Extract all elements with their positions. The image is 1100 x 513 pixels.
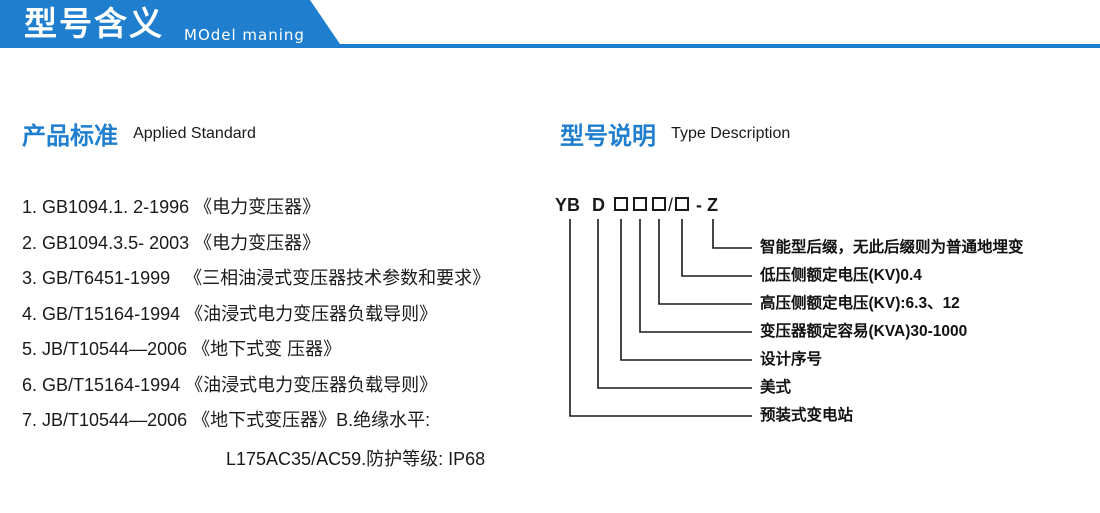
- code-box-4: [675, 197, 689, 211]
- type-desc-item-4: 变压器额定容易(KVA)30-1000: [760, 323, 968, 340]
- code-box-3: [652, 197, 666, 211]
- type-desc-item-3: 高压侧额定电压(KV):6.3、12: [760, 295, 960, 312]
- connector-box-4: [681, 219, 752, 277]
- connector-box-3: [658, 219, 752, 305]
- type-desc-heading: 型号说明 Type Description: [560, 116, 790, 151]
- code-d: D: [592, 195, 605, 215]
- standards-list: 1. GB1094.1. 2-1996 《电力变压器》 2. GB1094.3.…: [22, 192, 490, 441]
- standard-item-7: 7. JB/T10544—2006 《地下式变压器》B.绝缘水平:: [22, 410, 431, 430]
- code-box-1: [614, 197, 628, 211]
- standards-heading-en: Applied Standard: [133, 124, 256, 142]
- type-desc-item-2: 低压侧额定电压(KV)0.4: [760, 267, 922, 284]
- connector-yb: [569, 219, 752, 417]
- standard-item-5: 5. JB/T10544—2006 《地下式变 压器》: [22, 339, 342, 359]
- type-desc-item-1: 智能型后缀，无此后缀则为普通地埋变: [760, 239, 1024, 256]
- type-desc-item-5: 设计序号: [760, 351, 823, 368]
- standard-item-2: 2. GB1094.3.5- 2003 《电力变压器》: [22, 232, 321, 253]
- header-banner: [0, 0, 342, 47]
- code-box-2: [633, 197, 647, 211]
- code-dash: -: [696, 195, 702, 215]
- header-subtitle: MOdel maning: [184, 26, 305, 44]
- code-z: Z: [707, 195, 718, 215]
- type-desc-heading-en: Type Description: [671, 124, 791, 142]
- connector-d: [597, 219, 752, 389]
- type-desc-item-7: 预装式变电站: [760, 407, 854, 424]
- code-slash: /: [668, 195, 674, 215]
- type-desc-heading-cn: 型号说明: [560, 122, 656, 150]
- standards-heading-cn: 产品标准: [22, 122, 118, 150]
- standard-item-3: 3. GB/T6451-1999 《三相油浸式变压器技术参数和要求》: [22, 268, 491, 288]
- standard-item-7-continuation: L175AC35/AC59.防护等级: IP68: [226, 449, 486, 469]
- standard-item-4: 4. GB/T15164-1994 《油浸式电力变压器负载导则》: [22, 303, 438, 324]
- code-yb: YB: [555, 195, 581, 215]
- connector-box-2: [639, 219, 752, 333]
- connector-box-1: [620, 219, 752, 361]
- standard-item-6: 6. GB/T15164-1994 《油浸式电力变压器负载导则》: [22, 374, 438, 395]
- connector-z: [712, 219, 752, 249]
- standards-heading: 产品标准 Applied Standard: [22, 116, 256, 151]
- standard-item-1: 1. GB1094.1. 2-1996 《电力变压器》: [22, 197, 321, 217]
- type-desc-item-6: 美式: [760, 379, 792, 396]
- header-title: 型号含义: [24, 4, 164, 43]
- header-rule: [0, 44, 1100, 48]
